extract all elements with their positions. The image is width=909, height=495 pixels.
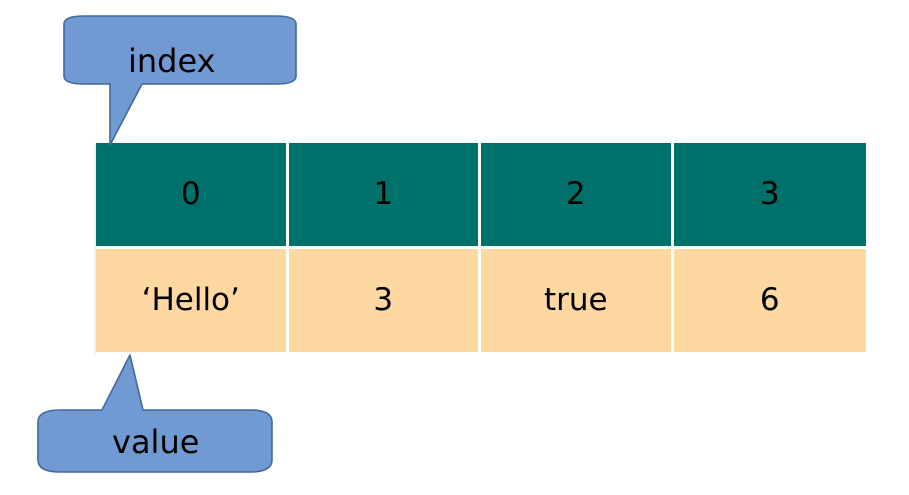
value-cell-3: 6 bbox=[673, 249, 866, 355]
index-cell-0: 0 bbox=[96, 143, 289, 249]
table-left-edge bbox=[94, 143, 96, 355]
value-cell-1: 3 bbox=[288, 249, 481, 355]
callout-value-label: value bbox=[112, 423, 200, 461]
value-cell-0: ‘Hello’ bbox=[96, 249, 289, 355]
index-cell-1: 1 bbox=[288, 143, 481, 249]
callout-index-shape bbox=[63, 15, 297, 146]
callout-index: index bbox=[50, 14, 310, 154]
callout-value-shape bbox=[37, 354, 273, 473]
callout-index-label: index bbox=[128, 42, 216, 80]
value-cell-2: true bbox=[481, 249, 674, 355]
array-table: 0 1 2 3 ‘Hello’ 3 true 6 bbox=[96, 143, 866, 355]
callout-value: value bbox=[30, 350, 290, 490]
index-cell-2: 2 bbox=[481, 143, 674, 249]
index-cell-3: 3 bbox=[673, 143, 866, 249]
